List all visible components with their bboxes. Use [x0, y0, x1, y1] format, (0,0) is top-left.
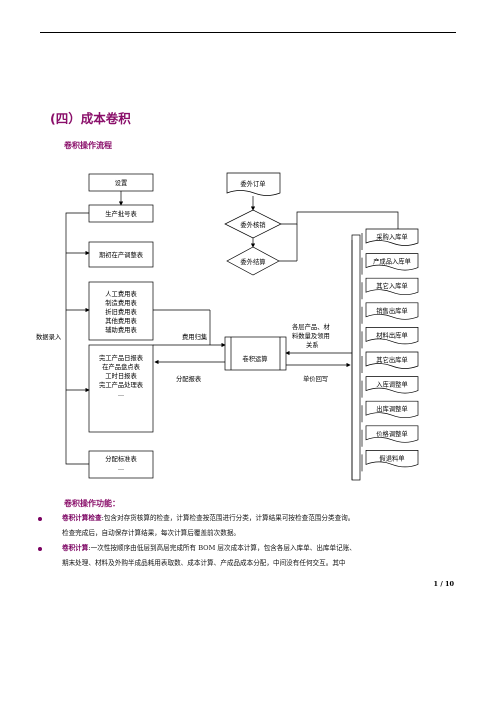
document-shape: [365, 425, 419, 443]
document-shape: [365, 327, 419, 345]
production-batch-label: 生产批号表: [105, 209, 137, 218]
bullet-line: 卷积计算检查:包含对存货核算的检查，计算检查按范围进行分类，计算结果可按检查范围…: [62, 513, 354, 523]
data-entry-label: 数据录入: [36, 332, 62, 341]
document-shape: [365, 351, 419, 369]
bullet-text: :一次性按顺序由低层到高层完成所有 BOM 层次成本计算，包含各层入库单、出库单…: [88, 544, 356, 552]
allocation-table-line: ...: [118, 465, 124, 472]
outsource-settle-diamond: [226, 246, 280, 276]
header-rule: [40, 32, 456, 33]
bullet-keyword: 卷积计算检查: [62, 514, 102, 522]
document-shape: [365, 376, 419, 394]
allocation-table-line: 分配标准表: [105, 454, 137, 463]
document-shape: [365, 302, 419, 320]
document-shape: [365, 253, 419, 271]
finished-table-line: 在产品盘点表: [102, 362, 140, 371]
outsource-verify-label: 委外核销: [240, 220, 265, 229]
alloc-report-label: 分配报表: [176, 374, 202, 383]
document-label: 其它入库单: [376, 281, 407, 290]
bullet-text: 检查完成后，自动保存计算结果，每次计算后覆盖前次数据。: [62, 529, 241, 537]
rollup-process-box: [224, 336, 287, 371]
setup-label: 设置: [115, 178, 128, 187]
document-shape: [365, 450, 419, 468]
cost-table-line: 制造费用表: [105, 298, 137, 307]
document-label: 其它出库单: [376, 355, 407, 364]
finished-table-line: 完工产品处理表: [99, 380, 144, 389]
document-shape: [365, 277, 419, 296]
document-label: 价格调整单: [376, 429, 407, 438]
allocation-tables-box: [88, 450, 154, 479]
finished-table-line: 工时日报表: [105, 371, 137, 380]
price-writeback-label: 单价回写: [303, 374, 328, 383]
opening-wip-label: 期初在产调整表: [99, 250, 144, 259]
document-shape: [365, 228, 419, 246]
cost-table-line: 其他费用表: [105, 316, 137, 325]
bullet-line: 卷积计算:一次性按顺序由低层到高层完成所有 BOM 层次成本计算，包含各层入库单…: [62, 543, 356, 553]
bullet-text: :包含对存货核算的检查，计算检查按范围进行分类，计算结果可按检查范围分类查询。: [101, 514, 355, 522]
document-label: 材料出库单: [376, 330, 407, 339]
finished-table-line: 完工产品日报表: [99, 353, 144, 362]
qty-usage-label: 关系: [306, 340, 319, 349]
document-shape: [365, 400, 419, 419]
page-number: 1 / 10: [433, 580, 454, 588]
document-label: 产成品入库单: [373, 257, 411, 266]
outsource-settle-label: 委外结算: [240, 257, 265, 266]
cost-table-line: 折旧费用表: [105, 307, 137, 316]
flow-subtitle: 卷积操作流程: [64, 141, 112, 150]
document-label: 销售出库单: [376, 306, 407, 315]
qty-usage-label: 料数量及领用: [292, 331, 330, 340]
outsource-order-label: 委外订单: [240, 179, 265, 188]
document-label: 出库调整单: [376, 404, 407, 413]
section-title: (四）成本卷积: [50, 111, 131, 126]
document-label: 假退料单: [379, 453, 404, 462]
bullet-keyword: 卷积计算: [62, 544, 89, 552]
bullet-dot: [38, 547, 42, 551]
functions-title: 卷积操作功能：: [64, 499, 120, 508]
bullet-dot: [38, 517, 42, 521]
document-label: 采购入库单: [376, 232, 407, 241]
finished-table-line: ...: [118, 391, 124, 398]
outsource-order-doc: [226, 172, 281, 196]
cost-table-line: 辅助费用表: [105, 325, 137, 334]
qty-usage-label: 各层产品、材: [292, 322, 330, 331]
cost-collect-label: 费用归集: [182, 332, 208, 341]
cost-table-line: 人工费用表: [105, 289, 137, 298]
document-label: 入库调整单: [376, 380, 407, 389]
bullet-text: 期末处理、材料及外购半成品耗用表取数、成本计算、产成品成本分配，中间没有任何交互…: [62, 559, 346, 567]
rollup-process-label: 卷积运算: [242, 354, 267, 363]
